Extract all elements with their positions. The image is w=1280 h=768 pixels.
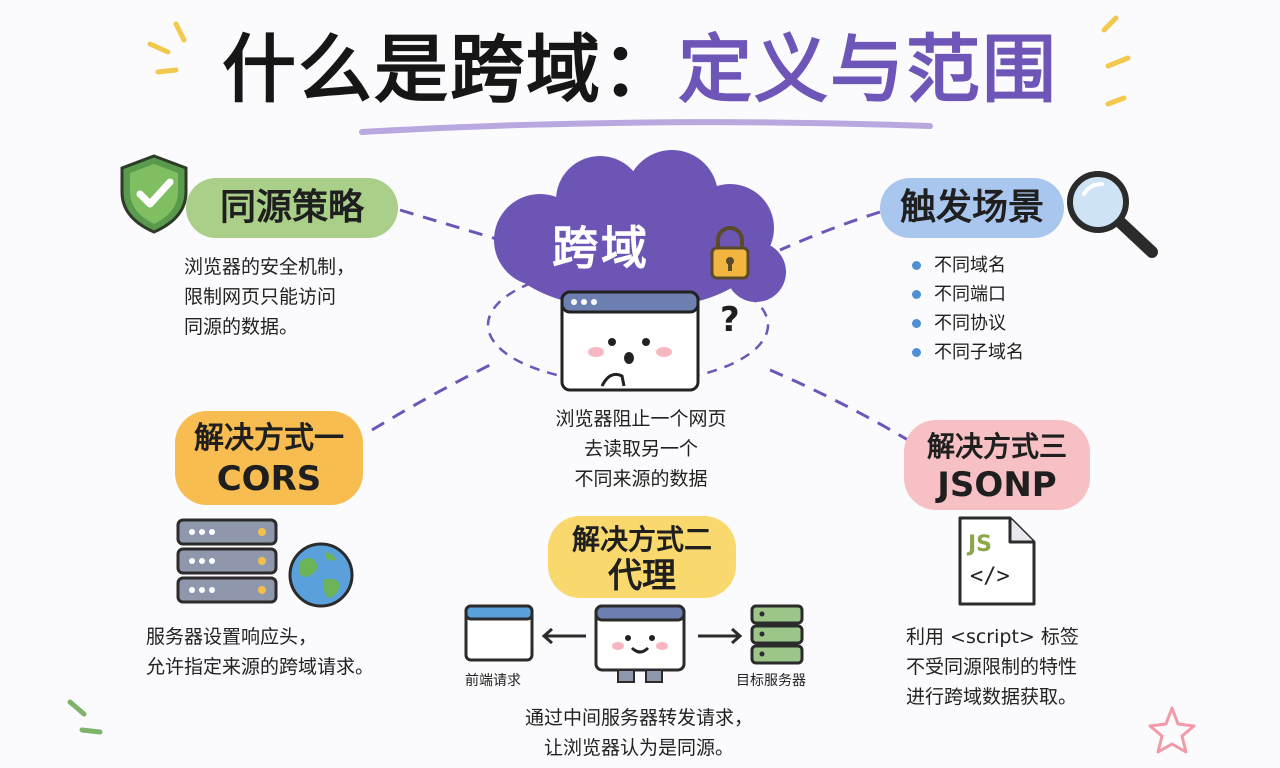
same-origin-pill: 同源策略 bbox=[186, 178, 398, 238]
cors-pill: 解决方式一 CORS bbox=[175, 411, 363, 505]
cors-title-line2: CORS bbox=[216, 459, 322, 499]
server-stack-icon bbox=[176, 518, 278, 604]
proxy-desc: 通过中间服务器转发请求， 让浏览器认为是同源。 bbox=[504, 703, 774, 763]
question-mark: ? bbox=[720, 300, 740, 340]
bullet-icon bbox=[912, 261, 921, 270]
same-origin-desc: 浏览器的安全机制， 限制网页只能访问 同源的数据。 bbox=[184, 252, 355, 342]
proxy-pill: 解决方式二 代理 bbox=[548, 516, 736, 598]
target-server-label: 目标服务器 bbox=[736, 673, 806, 689]
title-part2: 定义与范围 bbox=[678, 27, 1058, 113]
jsonp-desc: 利用 <script> 标签 不受同源限制的特性 进行跨域数据获取。 bbox=[906, 622, 1079, 712]
proxy-character-icon bbox=[594, 604, 686, 683]
sparkle-green-icon bbox=[67, 699, 103, 735]
star-icon bbox=[1148, 706, 1196, 754]
triggers-pill: 触发场景 bbox=[880, 178, 1064, 238]
same-origin-desc-line-1: 浏览器的安全机制， bbox=[184, 256, 356, 278]
bullet-icon bbox=[912, 290, 921, 299]
code-symbol: </> bbox=[970, 564, 1010, 589]
title-underline bbox=[359, 119, 933, 135]
jsonp-desc-line-2: 不受同源限制的特性 bbox=[906, 656, 1078, 678]
jsonp-pill: 解决方式三 JSONP bbox=[904, 420, 1090, 510]
page-title: 什么是跨域：定义与范围 bbox=[0, 22, 1280, 118]
cors-title-line1: 解决方式一 bbox=[194, 421, 344, 456]
browser-character-icon bbox=[560, 290, 700, 392]
proxy-desc-line-1: 通过中间服务器转发请求， bbox=[524, 707, 753, 729]
proxy-title-line1: 解决方式二 bbox=[571, 523, 712, 556]
proxy-title-line2: 代理 bbox=[608, 556, 676, 596]
trigger-item: 不同域名 bbox=[912, 251, 1024, 280]
triggers-list: 不同域名 不同端口 不同协议 不同子域名 bbox=[912, 251, 1024, 367]
arrow-left-icon bbox=[541, 627, 586, 645]
frontend-label: 前端请求 bbox=[465, 673, 521, 689]
same-origin-desc-line-3: 同源的数据。 bbox=[184, 316, 299, 338]
bullet-icon bbox=[912, 348, 921, 357]
cors-desc-line-1: 服务器设置响应头， bbox=[146, 626, 318, 648]
trigger-item: 不同协议 bbox=[912, 309, 1024, 338]
lock-icon bbox=[710, 226, 750, 280]
jsonp-title-line1: 解决方式三 bbox=[926, 430, 1067, 463]
bullet-icon bbox=[912, 319, 921, 328]
center-desc: 浏览器阻止一个网页 去读取另一个 不同来源的数据 bbox=[530, 404, 752, 494]
center-desc-line-2: 去读取另一个 bbox=[583, 438, 698, 460]
jsonp-desc-line-1: 利用 <script> 标签 bbox=[906, 626, 1079, 648]
magnifier-icon bbox=[1067, 171, 1158, 258]
jsonp-title-line2: JSONP bbox=[937, 465, 1057, 505]
connectors bbox=[371, 208, 909, 442]
cors-desc: 服务器设置响应头， 允许指定来源的跨域请求。 bbox=[146, 622, 374, 682]
center-desc-line-3: 不同来源的数据 bbox=[574, 468, 708, 490]
same-origin-desc-line-2: 限制网页只能访问 bbox=[184, 286, 337, 308]
js-file-icon bbox=[958, 516, 1036, 606]
proxy-desc-line-2: 让浏览器认为是同源。 bbox=[543, 737, 734, 759]
frontend-browser-icon bbox=[464, 604, 534, 662]
shield-check-icon bbox=[120, 154, 188, 234]
trigger-item-label: 不同端口 bbox=[934, 284, 1006, 305]
trigger-item: 不同端口 bbox=[912, 280, 1024, 309]
js-label: JS bbox=[968, 532, 993, 557]
globe-icon bbox=[288, 542, 354, 608]
trigger-item-label: 不同协议 bbox=[934, 313, 1006, 334]
center-desc-line-1: 浏览器阻止一个网页 bbox=[555, 408, 727, 430]
arrow-right-icon bbox=[698, 627, 743, 645]
jsonp-desc-line-3: 进行跨域数据获取。 bbox=[906, 686, 1078, 708]
trigger-item-label: 不同域名 bbox=[934, 255, 1006, 276]
sparkle-icon bbox=[147, 15, 1131, 107]
trigger-item: 不同子域名 bbox=[912, 338, 1024, 367]
cors-desc-line-2: 允许指定来源的跨域请求。 bbox=[146, 656, 375, 678]
title-part1: 什么是跨域： bbox=[222, 27, 678, 113]
target-server-icon bbox=[750, 604, 804, 665]
center-label: 跨域 bbox=[552, 221, 650, 275]
trigger-item-label: 不同子域名 bbox=[934, 342, 1024, 363]
